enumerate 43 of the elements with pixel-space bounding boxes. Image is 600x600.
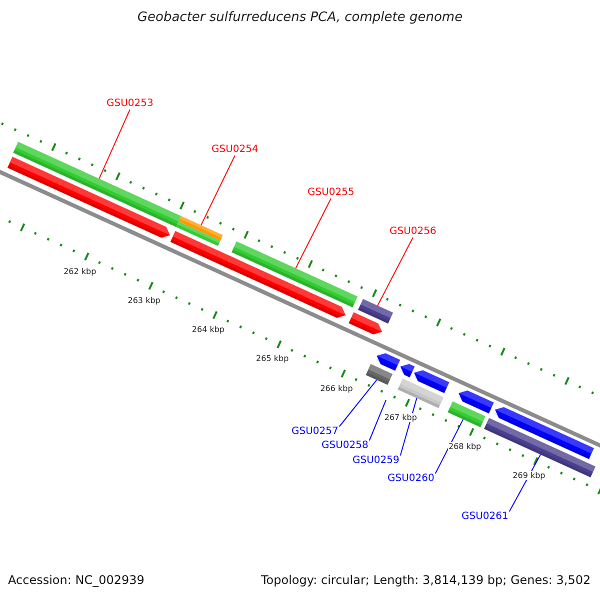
gene-feature — [375, 353, 400, 371]
gene-label: GSU0256 — [390, 226, 436, 236]
scale-label: 267 kbp — [383, 412, 418, 422]
diagram-title: Geobacter sulfurreducens PCA, complete genome — [136, 10, 464, 25]
gene-feature — [358, 298, 394, 324]
scale-label: 264 kbp — [190, 325, 226, 334]
gene-label: GSU0253 — [106, 98, 154, 108]
leader-line — [434, 418, 464, 474]
gene-feature — [412, 370, 450, 394]
gene-feature — [178, 216, 223, 241]
leader-line — [368, 400, 386, 441]
gene-feature — [232, 241, 358, 308]
scale-label: 262 kbp — [62, 266, 98, 276]
gene-label: GSU0257 — [292, 426, 338, 436]
gene-feature — [348, 312, 382, 335]
scale-label: 266 kbp — [319, 384, 354, 393]
leader-line — [338, 379, 378, 427]
gene-feature — [224, 255, 346, 318]
scale-label: 265 kbp — [255, 354, 290, 364]
gene-label: GSU0258 — [322, 440, 368, 450]
gene-feature — [448, 401, 486, 428]
scale-label: 269 kbp — [512, 471, 546, 480]
accession-label: Accession: NC_002939 — [8, 573, 144, 587]
gene-label: GSU0261 — [462, 510, 508, 522]
leader-line — [98, 109, 130, 180]
leader-line — [200, 155, 236, 226]
gene-label: GSU0254 — [212, 144, 258, 154]
gene-feature — [494, 407, 594, 460]
gene-feature — [399, 364, 415, 378]
gene-feature — [366, 364, 393, 385]
scale-label: 263 kbp — [126, 296, 162, 305]
gene-feature — [13, 142, 182, 227]
gene-feature — [398, 378, 444, 408]
gene-label: GSU0260 — [388, 472, 434, 484]
gene-feature — [7, 156, 170, 238]
scale-label: 268 kbp — [448, 442, 482, 452]
leader-line — [400, 398, 418, 456]
genome-summary: Topology: circular; Length: 3,814,139 bp; Genes: 3,502 — [261, 573, 591, 587]
gene-feature — [457, 390, 494, 414]
gene-label: GSU0255 — [308, 186, 354, 198]
leader-line — [377, 237, 414, 306]
gene-label: GSU0259 — [352, 454, 400, 466]
gene-feature — [176, 222, 220, 246]
